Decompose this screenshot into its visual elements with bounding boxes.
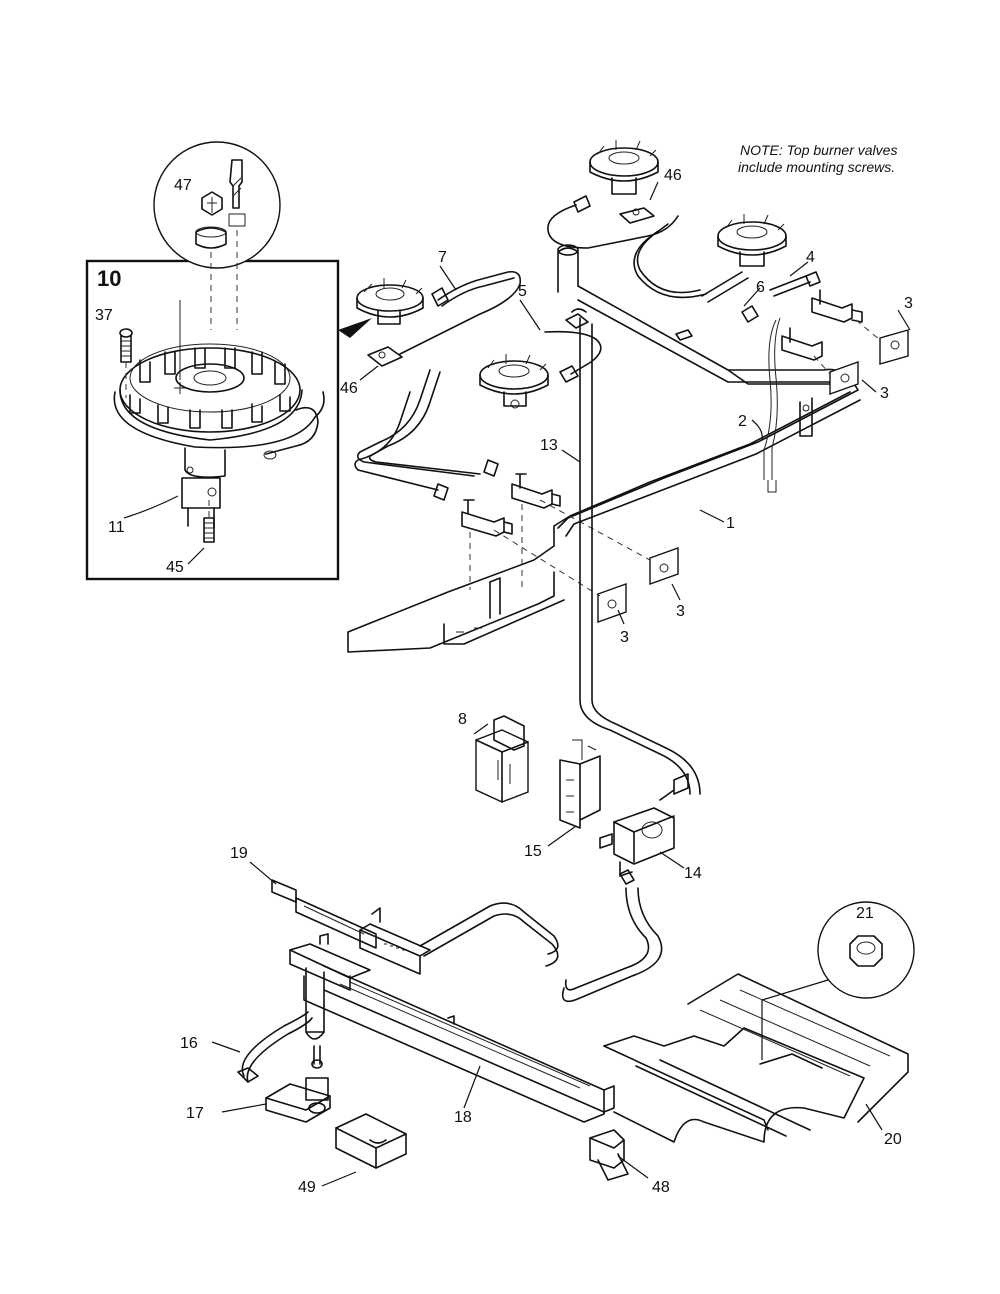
valve-plates bbox=[597, 329, 909, 623]
callout-7: 7 bbox=[438, 249, 447, 266]
callout-3-center-right: 3 bbox=[676, 603, 685, 620]
burner-detail-inset bbox=[85, 259, 372, 581]
lower-supply-tube bbox=[561, 887, 663, 1003]
burner-center bbox=[479, 354, 549, 409]
callout-45: 45 bbox=[166, 559, 184, 576]
callout-37: 37 bbox=[95, 307, 113, 324]
callout-11: 11 bbox=[108, 519, 125, 536]
nut-detail-circle-21 bbox=[761, 901, 915, 1060]
projection-lines bbox=[469, 319, 881, 597]
oven-valve-19 bbox=[271, 879, 431, 975]
note-line-1: NOTE: Top burner valves bbox=[740, 142, 897, 158]
burner-right-front bbox=[717, 214, 787, 267]
callout-14: 14 bbox=[684, 865, 702, 882]
burner-bracket bbox=[289, 933, 371, 1040]
regulator-bracket-15 bbox=[559, 739, 601, 829]
note-line-2: include mounting screws. bbox=[738, 159, 895, 175]
manifold-1 bbox=[347, 244, 861, 653]
callout-1: 1 bbox=[726, 515, 735, 532]
oven-burner-tube-18 bbox=[303, 965, 615, 1123]
callout-2: 2 bbox=[738, 413, 747, 430]
callout-48: 48 bbox=[652, 1179, 670, 1196]
burner-head-10 bbox=[113, 300, 325, 543]
burner-rear-top bbox=[589, 140, 659, 224]
burner-tubes bbox=[354, 195, 821, 501]
callout-8: 8 bbox=[458, 711, 467, 728]
callout-49: 49 bbox=[298, 1179, 316, 1196]
callout-3-right: 3 bbox=[880, 385, 889, 402]
inset-pointer-arrow bbox=[338, 318, 372, 338]
supply-tube-13 bbox=[565, 308, 701, 795]
callout-labels: 10 37 11 45 47 7 5 46 46 4 6 3 3 2 13 1 … bbox=[95, 167, 913, 1196]
callout-6: 6 bbox=[756, 279, 765, 296]
callout-46-left: 46 bbox=[340, 380, 358, 397]
callout-20: 20 bbox=[884, 1131, 902, 1148]
callout-19: 19 bbox=[230, 845, 248, 862]
callout-3-top-right: 3 bbox=[904, 295, 913, 312]
callout-3-center: 3 bbox=[620, 629, 629, 646]
ignition-module-8 bbox=[475, 715, 529, 803]
leader-lines bbox=[123, 181, 911, 1187]
callout-46-top: 46 bbox=[664, 167, 682, 184]
pressure-regulator-14 bbox=[599, 773, 689, 885]
oven-gas-tube bbox=[419, 902, 559, 967]
screw-37 bbox=[119, 328, 133, 398]
oven-baffle-20 bbox=[603, 973, 909, 1143]
note: NOTE: Top burner valves include mounting… bbox=[738, 142, 897, 175]
callout-13: 13 bbox=[540, 437, 558, 454]
callout-18: 18 bbox=[454, 1109, 472, 1126]
callout-5: 5 bbox=[518, 283, 527, 300]
igniter-16-17 bbox=[237, 1011, 331, 1123]
top-burner-valves bbox=[461, 289, 863, 537]
callout-10: 10 bbox=[97, 266, 121, 291]
callout-4: 4 bbox=[806, 249, 815, 266]
callout-16: 16 bbox=[180, 1035, 198, 1052]
callout-47: 47 bbox=[174, 177, 192, 194]
callout-17: 17 bbox=[186, 1105, 204, 1122]
callout-15: 15 bbox=[524, 843, 542, 860]
bracket-49 bbox=[335, 1113, 407, 1169]
burner-left-rear bbox=[356, 278, 424, 367]
clip-48 bbox=[589, 1129, 629, 1181]
igniter-wire-2 bbox=[763, 317, 781, 493]
orifice-detail-circle bbox=[153, 141, 281, 330]
callout-21: 21 bbox=[856, 905, 874, 922]
